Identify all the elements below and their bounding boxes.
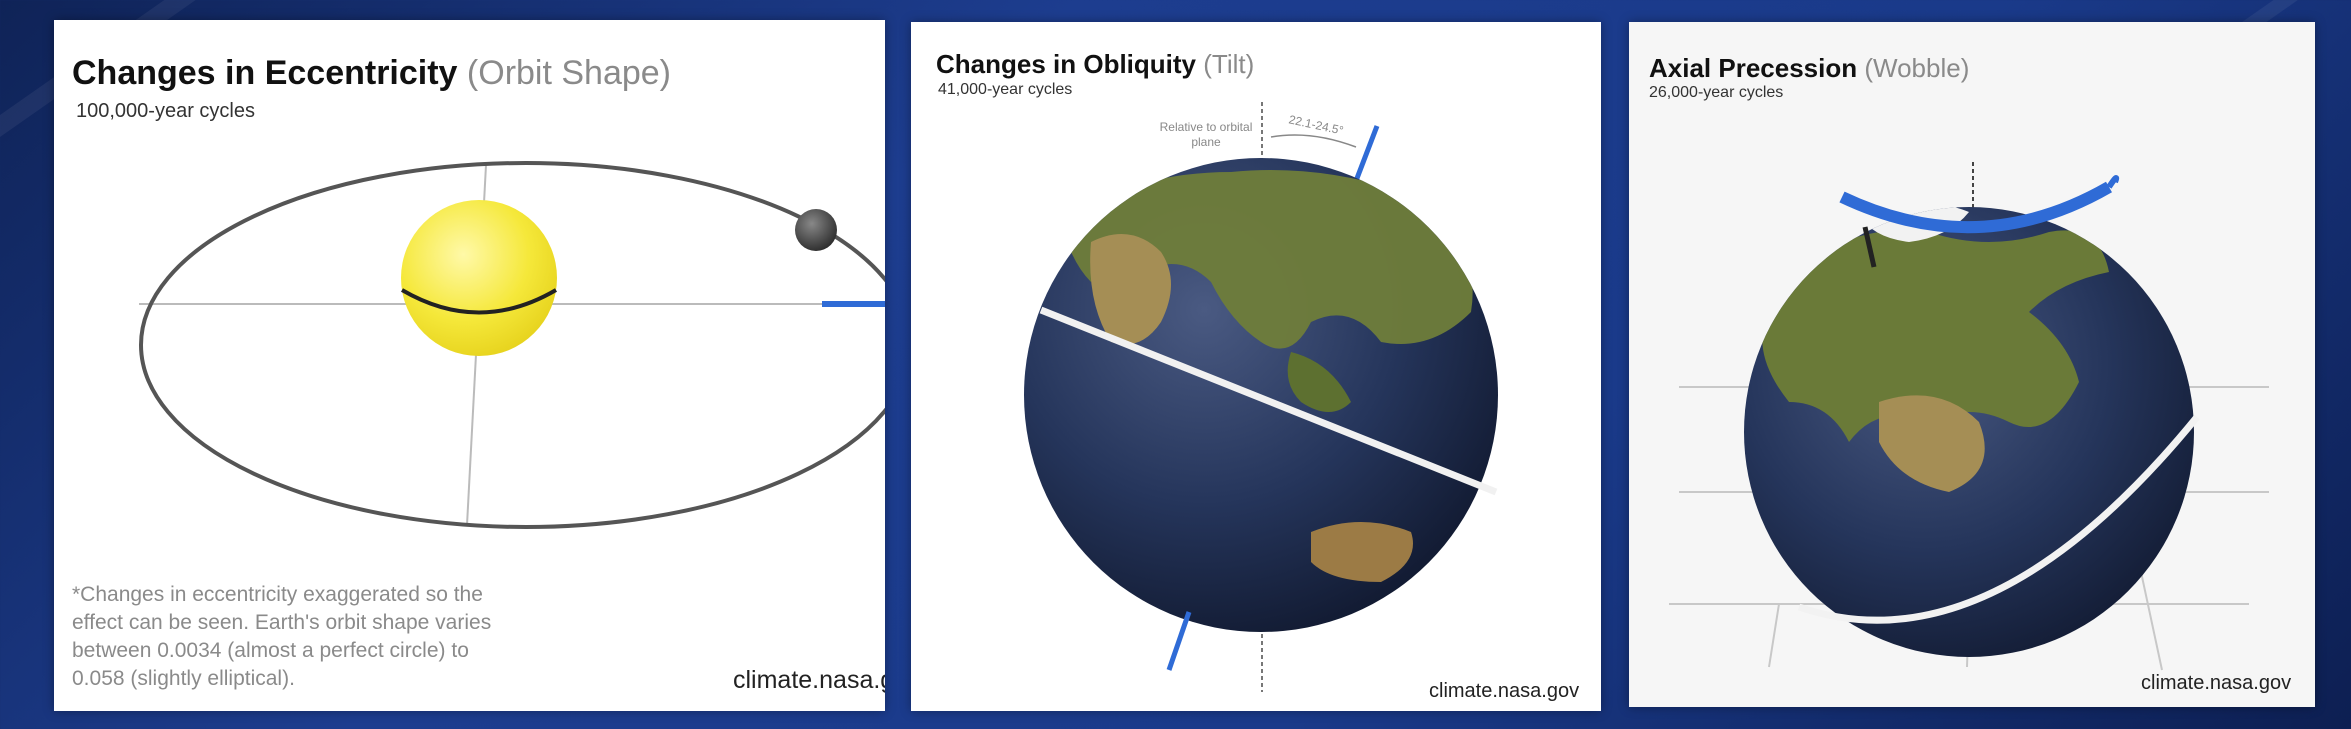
precession-arrow-head	[2106, 175, 2120, 189]
tilt-axis-bottom	[1166, 611, 1192, 671]
middle-east-landmass	[1879, 395, 1985, 492]
panel-title: Axial Precession (Wobble)	[1649, 53, 1969, 84]
eccentricity-note: *Changes in eccentricity exaggerated so …	[72, 583, 492, 690]
tilt-angle-arc	[1270, 134, 1357, 148]
title-paren: (Wobble)	[1864, 53, 1970, 83]
title-paren: (Tilt)	[1203, 49, 1255, 79]
obliquity-panel: Changes in Obliquity (Tilt) 41,000-year …	[911, 22, 1601, 711]
planet-icon	[795, 209, 837, 251]
precession-diagram	[1669, 162, 2269, 671]
obliquity-diagram	[1024, 102, 1498, 692]
title-text: Changes in Eccentricity	[72, 54, 458, 92]
africa-landmass	[1090, 234, 1171, 345]
eccentricity-panel: Changes in Eccentricity (Orbit Shape) 10…	[54, 20, 885, 711]
southeast-asia-landmass	[1287, 352, 1351, 412]
equator-line	[1039, 306, 1498, 496]
globe-continents	[1762, 207, 2109, 492]
orbital-plane-label: Relative to orbital plane	[1159, 120, 1253, 149]
panel-subtitle: 41,000-year cycles	[938, 81, 1073, 98]
credit-text: climate.nasa.gov	[733, 666, 885, 694]
asia-landmass	[1061, 170, 1473, 349]
sun-icon	[401, 200, 557, 356]
sun-equator-line	[400, 288, 558, 315]
eurasia-landmass	[1762, 230, 2109, 442]
precession-circle-path	[1839, 181, 2112, 234]
panel-subtitle: 26,000-year cycles	[1649, 84, 1784, 101]
precession-axis-tip	[1862, 226, 1877, 268]
panel-title: Changes in Eccentricity (Orbit Shape)	[72, 54, 671, 93]
globe-continents	[1061, 170, 1473, 582]
australia-landmass	[1311, 522, 1413, 582]
credit-text: climate.nasa.gov	[1429, 680, 1580, 702]
title-text: Changes in Obliquity	[936, 49, 1197, 79]
title-paren: (Orbit Shape)	[466, 54, 672, 92]
precession-panel: Axial Precession (Wobble) 26,000-year cy…	[1629, 22, 2315, 707]
credit-text: climate.nasa.gov	[2141, 672, 2292, 694]
panel-subtitle: 100,000-year cycles	[76, 100, 255, 122]
title-text: Axial Precession	[1649, 53, 1858, 83]
panel-title: Changes in Obliquity (Tilt)	[936, 49, 1254, 80]
orbit-diagram	[139, 161, 885, 529]
equator-line	[1797, 414, 2200, 624]
orbit-ellipse	[139, 161, 885, 529]
